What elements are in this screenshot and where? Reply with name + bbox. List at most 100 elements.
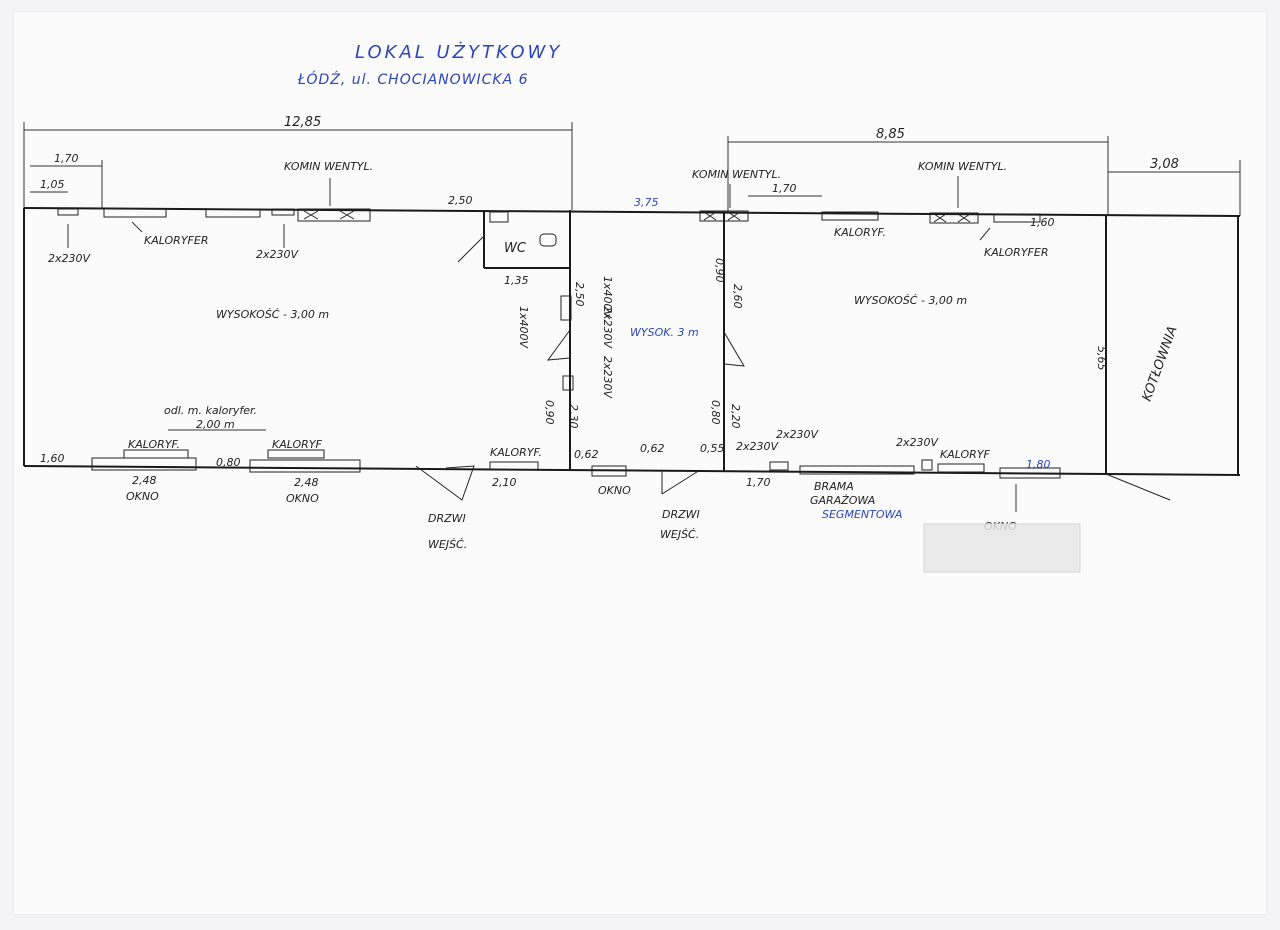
socket-e-label: 1x400V	[601, 276, 614, 320]
kotlownia-label: KOTŁOWNIA	[1140, 324, 1181, 403]
window-1-label: OKNO	[126, 490, 159, 503]
dim-1-70-right: 1,70	[772, 182, 797, 195]
dim-0-55: 0,55	[700, 442, 725, 455]
dim-0-90-a: 0,90	[713, 258, 726, 283]
entrance-door-2	[661, 469, 701, 495]
dim-right-segment: 3,08	[1150, 157, 1179, 172]
radiator-top-4	[993, 213, 1041, 223]
socket-f-label: 2x230V	[736, 440, 780, 453]
wc-toilet	[539, 233, 557, 247]
dim-1-05: 1,05	[40, 178, 65, 191]
radiator-bottom-3	[489, 461, 539, 471]
chimney-mid	[699, 210, 749, 222]
chimney-right-label: KOMIN WENTYL.	[918, 160, 1007, 173]
radiator-top-1	[103, 208, 167, 218]
socket-h-box	[769, 461, 789, 471]
bottom-wall	[23, 465, 1241, 476]
garage-gate	[799, 465, 915, 475]
socket-a-box	[57, 208, 79, 216]
dim-5-65: 5,65	[1095, 346, 1108, 371]
radiator-top-3	[821, 211, 879, 221]
dim-3-75: 3,75	[634, 196, 659, 209]
garage-gate-label-2: GARAŻOWA	[810, 494, 875, 507]
dim-2-20: 2,20	[729, 404, 742, 429]
dim-1-80: 1,80	[1026, 458, 1051, 471]
window-4	[999, 467, 1061, 479]
dim-2-30: 2,30	[567, 404, 580, 429]
radiator-top-1-label: KALORYFER	[144, 234, 208, 247]
socket-c-box	[560, 295, 572, 321]
dim-2-50-vert: 2,50	[573, 282, 586, 307]
dim-2-10: 2,10	[492, 476, 517, 489]
height-mid-label: WYSOK. 3 m	[630, 326, 699, 339]
socket-c-label: 2x230V	[601, 306, 614, 350]
entrance-door-1-label-1: DRZWI	[428, 512, 466, 525]
socket-d-label: 2x230V	[601, 356, 614, 400]
radiator-note: odl. m. kaloryfer.	[164, 404, 257, 417]
entrance-door-1	[415, 465, 475, 501]
radiator-bottom-1	[123, 449, 189, 459]
socket-b-label: 2x230V	[256, 248, 300, 261]
socket-d-box	[562, 375, 574, 391]
height-left-label: WYSOKOŚĆ - 3,00 m	[216, 308, 329, 321]
entrance-door-1-label-2: WEJŚĆ.	[428, 538, 467, 551]
window-1	[91, 457, 197, 471]
socket-a-label: 2x230V	[48, 252, 92, 265]
garage-gate-label-3: SEGMENTOWA	[822, 508, 902, 521]
boiler-room-door	[1105, 473, 1171, 501]
radiator-bottom-2-label: KALORYF	[272, 438, 323, 451]
chimney-right	[929, 212, 979, 224]
socket-h-label: 2x230V	[776, 428, 820, 441]
radiator-top-2	[205, 208, 261, 218]
dim-1-70-bottom: 1,70	[746, 476, 771, 489]
dim-0-62-b: 0,62	[640, 442, 665, 455]
radiator-bottom-2	[267, 449, 325, 459]
height-right-label: WYSOKOŚĆ - 3,00 m	[854, 294, 967, 307]
floor-plan: LOKAL UŻYTKOWY ŁÓDŹ, ul. CHOCIANOWICKA 6…	[23, 42, 1241, 573]
socket-i-label: 2x230V	[896, 436, 940, 449]
garage-gate-label-1: BRAMA	[814, 480, 854, 493]
internal-door-1	[546, 329, 571, 361]
window-3-label: OKNO	[598, 484, 631, 497]
radiator-top-4-label: KALORYFER	[984, 246, 1048, 259]
paper-sheet: LOKAL UŻYTKOWY ŁÓDŹ, ul. CHOCIANOWICKA 6…	[14, 12, 1266, 914]
dim-2-50-top: 2,50	[448, 194, 473, 207]
entrance-door-2-label-1: DRZWI	[662, 508, 700, 521]
socket-b-box	[271, 208, 295, 216]
wc-label: WC	[504, 241, 527, 256]
dim-1-60-right: 1,60	[1030, 216, 1055, 229]
radiator-bottom-3-label: KALORYF.	[490, 446, 542, 459]
dim-0-90-b: 0,90	[543, 400, 556, 425]
dim-1-70-left: 1,70	[54, 152, 79, 165]
dim-0-80: 0,80	[216, 456, 241, 469]
chimney-left-label: KOMIN WENTYL.	[284, 160, 373, 173]
dim-2-60: 2,60	[731, 284, 744, 309]
window-2-label: OKNO	[286, 492, 319, 505]
socket-g-label: 1x400V	[517, 306, 530, 350]
plan-title: LOKAL UŻYTKOWY	[355, 42, 562, 63]
chimney-mid-label: KOMIN WENTYL.	[692, 168, 781, 181]
chimney-left	[297, 208, 371, 222]
dim-total-right: 8,85	[876, 127, 905, 142]
dim-1-60-left: 1,60	[40, 452, 65, 465]
dim-2-00: 2,00 m	[196, 418, 235, 431]
radiator-bottom-1-label: KALORYF.	[128, 438, 180, 451]
dim-total-left: 12,85	[284, 115, 321, 130]
entrance-door-2-label-2: WEJŚĆ.	[660, 528, 699, 541]
window-3	[591, 465, 627, 477]
radiator-bottom-4	[937, 463, 985, 473]
socket-i-box	[921, 459, 933, 471]
dim-2-48-b: 2,48	[294, 476, 319, 489]
window-2	[249, 459, 361, 473]
plan-address: ŁÓDŹ, ul. CHOCIANOWICKA 6	[297, 70, 529, 88]
radiator-top-3-label: KALORYF.	[834, 226, 886, 239]
dim-0-80-vert: 0,80	[709, 400, 722, 425]
adhesive-tape	[923, 523, 1081, 573]
internal-door-2	[723, 331, 745, 367]
dim-2-48-a: 2,48	[132, 474, 157, 487]
radiator-bottom-4-label: KALORYF	[940, 448, 991, 461]
dim-0-62-a: 0,62	[574, 448, 599, 461]
wc-sink	[489, 211, 509, 223]
wc-door-leaf	[457, 235, 485, 263]
dim-1-35: 1,35	[504, 274, 529, 287]
